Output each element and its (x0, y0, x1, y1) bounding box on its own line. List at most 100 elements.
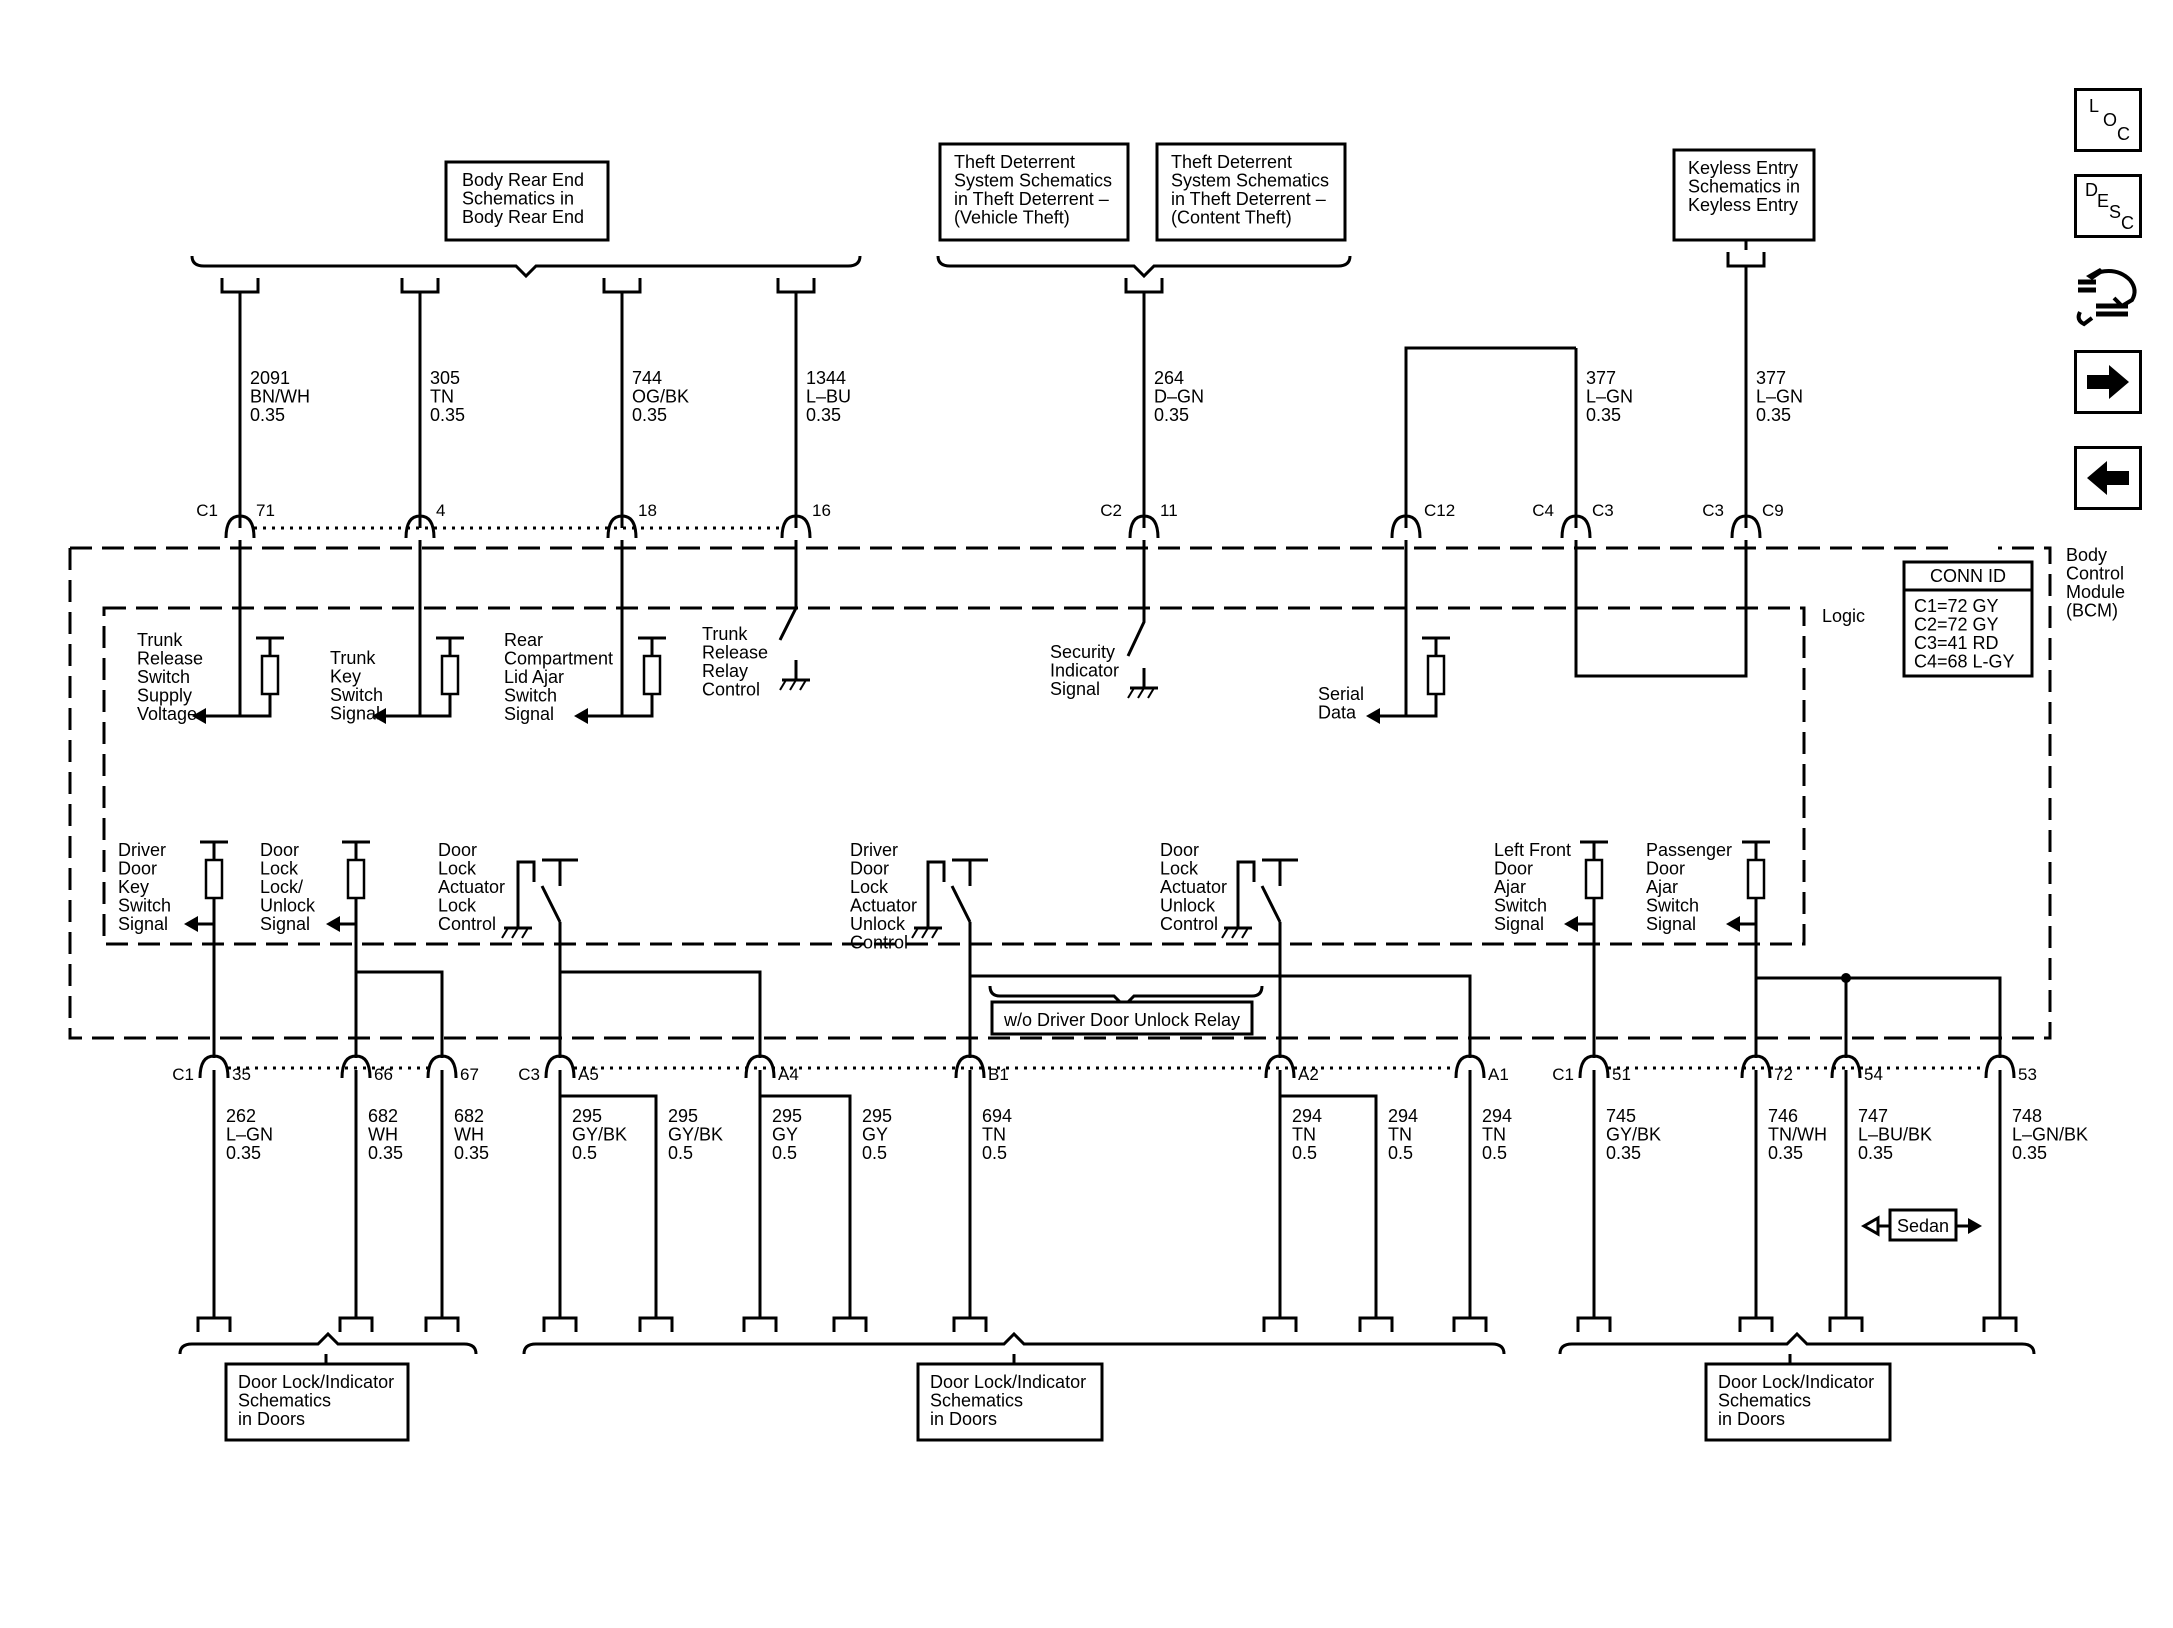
ground-hatch (911, 927, 919, 939)
connector-pin (544, 1054, 576, 1079)
sig-actuator-4-line-4: Control (1160, 914, 1218, 934)
sig-lf-door-ajar-line-1: Door (1494, 859, 1533, 879)
sig-trunk-release-supply-line-2: Switch (137, 667, 190, 687)
resistor (346, 858, 366, 900)
top-wire-3-label-line-0: 1344 (806, 368, 846, 388)
bottom-wire-11-label-line-1: GY/BK (1606, 1125, 1661, 1145)
top-wire-0-label-line-0: 2091 (250, 368, 290, 388)
bottom-ref-1-line-2: in Doors (930, 1409, 997, 1429)
bottom-pin-11: 51 (1612, 1065, 1631, 1084)
ground-hatch (921, 927, 929, 939)
harness-brace (522, 1331, 1506, 1355)
bottom-ref-1-line-0: Door Lock/Indicator (930, 1372, 1086, 1392)
bottom-wire-13-label-line-2: 0.35 (1858, 1143, 1893, 1163)
bottom-pin-3: A5 (578, 1065, 599, 1084)
bottom-pin-2: 67 (460, 1065, 479, 1084)
pullup-link (420, 694, 452, 718)
actuator-ground-lead (516, 860, 536, 928)
top-conn-0: C1 (196, 501, 218, 520)
resistor (260, 654, 280, 696)
c12-loop (1404, 346, 1576, 528)
top-ref-body-rear-line-0: Body Rear End (462, 170, 584, 190)
bottom-branch-9 (1280, 1094, 1378, 1318)
description-button[interactable]: D E S C (2074, 174, 2142, 238)
bottom-wire-13-label-line-0: 747 (1858, 1106, 1888, 1126)
top-wire-6-label-line-0: 377 (1756, 368, 1786, 388)
forward-arrow-icon[interactable] (2074, 350, 2142, 414)
bottom-wire-10-label-line-0: 294 (1482, 1106, 1512, 1126)
harness-brace (1558, 1331, 2036, 1355)
connector-terminal (602, 278, 642, 294)
conn-id-line-1: C2=72 GY (1914, 615, 1999, 635)
ground-hatch (1231, 927, 1239, 939)
top-pin-0: 71 (256, 501, 275, 520)
connector-tool-icon[interactable] (2074, 262, 2144, 334)
top-pin-5: C3 (1592, 501, 1614, 520)
bottom-pin-7: B1 (988, 1065, 1009, 1084)
bottom-ref-2-line-0: Door Lock/Indicator (1718, 1372, 1874, 1392)
actuator-ground-lead (1236, 860, 1256, 928)
top-wire-1-label-line-1: TN (430, 387, 454, 407)
connector-terminal (1828, 1316, 1864, 1332)
sig-actuator-3-line-2: Lock (850, 877, 889, 897)
security-switch (1126, 540, 1146, 657)
connector-terminal (220, 278, 260, 294)
connector-terminal (542, 1316, 578, 1332)
top-pin-1: 4 (436, 501, 445, 520)
bottom-conn-c1-left: C1 (172, 1065, 194, 1084)
sig-trunk-release-supply-line-1: Release (137, 649, 203, 669)
bottom-wire-14-label-line-1: L–GN/BK (2012, 1125, 2088, 1145)
sig-actuator-4-line-1: Lock (1160, 859, 1199, 879)
resistor (1746, 858, 1766, 900)
top-pin-2: 18 (638, 501, 657, 520)
bottom-wire-4-label-line-2: 0.5 (668, 1143, 693, 1163)
top-ref-keyless-line-2: Keyless Entry (1688, 195, 1798, 215)
pullup-link (240, 694, 272, 718)
connector-terminal (1452, 1316, 1488, 1332)
bottom-ref-1-line-1: Schematics (930, 1391, 1023, 1411)
sig-lock-unlock-line-2: Lock/ (260, 877, 303, 897)
splice-dot (1841, 973, 1851, 983)
bottom-wire-0-label-line-2: 0.35 (226, 1143, 261, 1163)
location-button[interactable]: L O C (2074, 88, 2142, 152)
signal-arrow (184, 916, 198, 932)
bottom-wire-4-label-line-0: 295 (668, 1106, 698, 1126)
sig-actuator-2-line-2: Actuator (438, 877, 505, 897)
conn-id-line-2: C3=41 RD (1914, 633, 1999, 653)
resistor (642, 654, 662, 696)
pullup-link (622, 694, 654, 718)
bottom-wire-53 (1756, 976, 2002, 1058)
sig-actuator-4-line-3: Unlock (1160, 896, 1216, 916)
ground-hatch (511, 927, 519, 939)
back-arrow-icon[interactable] (2074, 446, 2142, 510)
top-pin-6: C9 (1762, 501, 1784, 520)
conn-id-line-0: C1=72 GY (1914, 596, 1999, 616)
harness-brace (936, 255, 1352, 279)
desc-letter-c: C (2121, 213, 2134, 233)
connector-pin (1730, 514, 1762, 539)
sig-trunk-key-line-2: Switch (330, 685, 383, 705)
ground-hatch (1127, 687, 1135, 699)
c12-pin-label: C12 (1424, 501, 1455, 520)
connector-terminal (338, 1316, 374, 1332)
bottom-wire-11-label-line-2: 0.35 (1606, 1143, 1641, 1163)
option-label: w/o Driver Door Unlock Relay (1003, 1010, 1240, 1030)
bottom-wire-10-label-line-1: TN (1482, 1125, 1506, 1145)
top-wire-1-label-line-0: 305 (430, 368, 460, 388)
harness-brace (178, 1331, 478, 1355)
signal-arrow (326, 916, 340, 932)
connector-terminal (952, 1316, 988, 1332)
connector-terminal (1982, 1316, 2018, 1332)
sig-driver-key-line-4: Signal (118, 914, 168, 934)
connector-pin (1128, 514, 1160, 539)
actuator-ground-lead (926, 860, 946, 928)
sig-lock-unlock-line-0: Door (260, 840, 299, 860)
top-wire-4-label-line-1: D–GN (1154, 387, 1204, 407)
top-pin-3: 16 (812, 501, 831, 520)
sig-trunk-key-line-0: Trunk (330, 648, 376, 668)
bottom-wire-6-label-line-1: GY (862, 1125, 888, 1145)
sedan-arrow-right (1968, 1218, 1982, 1234)
connector-terminal (196, 1316, 232, 1332)
top-wire-2-label-line-1: OG/BK (632, 387, 689, 407)
bottom-pin-12: 72 (1774, 1065, 1793, 1084)
